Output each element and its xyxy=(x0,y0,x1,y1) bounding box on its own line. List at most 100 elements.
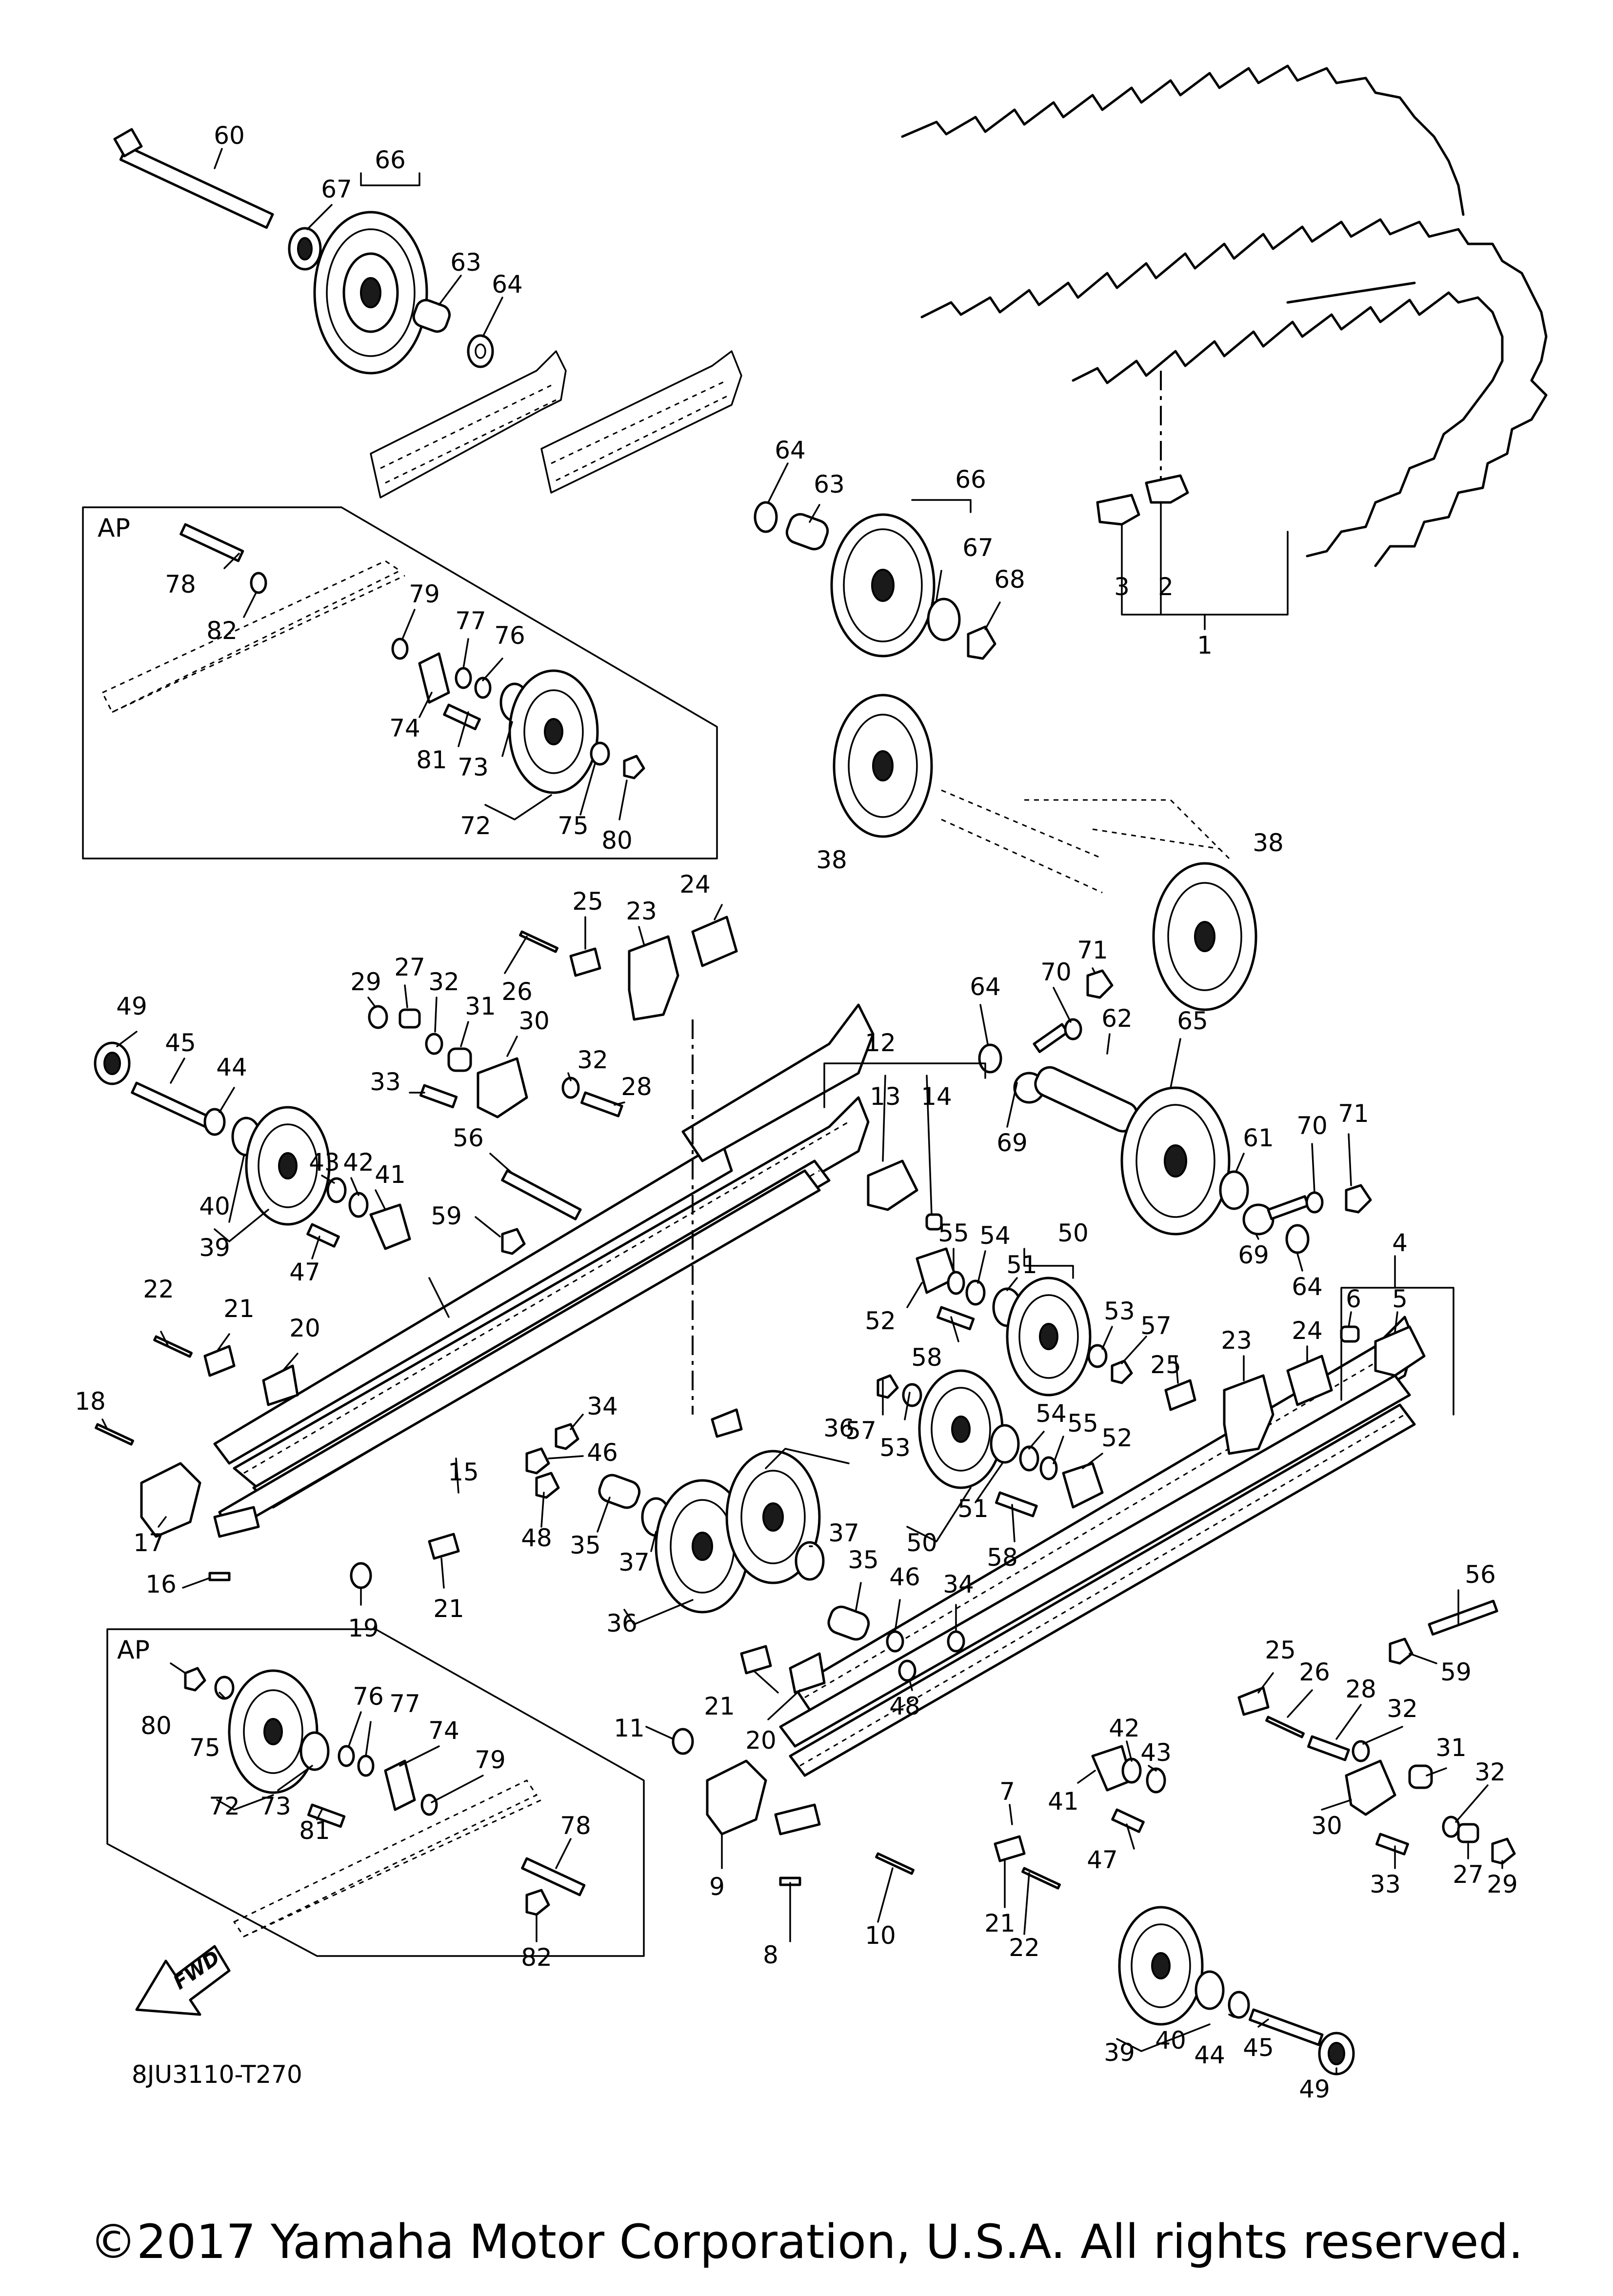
callout-9: 9 xyxy=(709,1873,725,1901)
bolt-56-top xyxy=(501,1169,582,1220)
slider-end-16 xyxy=(213,1506,260,1538)
nut-29-top xyxy=(368,1005,388,1029)
callout-39-right: 39 xyxy=(1104,2038,1135,2067)
idler-wheel-assembly-66 xyxy=(754,501,996,660)
callout-2: 2 xyxy=(1158,573,1174,601)
callout-21-left: 21 xyxy=(223,1295,255,1323)
callout-79-top: 79 xyxy=(409,580,440,608)
callout-48-left: 48 xyxy=(521,1524,552,1552)
screw-6 xyxy=(1340,1325,1360,1343)
washer-34-right xyxy=(947,1630,965,1653)
rubber-24-top xyxy=(691,916,738,967)
callout-22-left: 22 xyxy=(143,1275,174,1303)
washer-53-lower xyxy=(902,1383,922,1407)
stopper-17 xyxy=(140,1462,201,1538)
washer-64-mid xyxy=(754,501,778,533)
nut-71-top xyxy=(1086,969,1114,999)
callout-64-right: 64 xyxy=(970,973,1001,1001)
nut-59-top xyxy=(501,1228,526,1255)
collar-54-lower xyxy=(1019,1445,1039,1472)
callout-76-bot: 76 xyxy=(353,1682,384,1711)
callout-3: 3 xyxy=(1114,573,1130,601)
callout-36-left: 36 xyxy=(606,1609,637,1637)
callout-79-bot: 79 xyxy=(475,1746,506,1774)
bearing-40-right xyxy=(1195,1970,1225,2010)
callout-47-left: 47 xyxy=(289,1258,320,1286)
washer-44-left xyxy=(203,1108,226,1136)
callout-69-top: 69 xyxy=(996,1129,1028,1157)
callout-49-left: 49 xyxy=(116,992,147,1020)
washer-64-bot xyxy=(1285,1224,1310,1254)
nut-34-left xyxy=(555,1423,579,1450)
callout-7: 7 xyxy=(999,1777,1015,1806)
callout-80-bot: 80 xyxy=(140,1712,172,1740)
pin-10 xyxy=(875,1852,915,1875)
bolt-56-bot xyxy=(1428,1599,1498,1636)
callout-20-left: 20 xyxy=(289,1314,320,1342)
callout-32-bot: 32 xyxy=(1387,1695,1418,1723)
swing-arm-assembly xyxy=(833,694,1257,1011)
inset-ap-bottom xyxy=(106,1628,645,1957)
axle-head xyxy=(113,128,143,158)
bracket-74-top xyxy=(418,652,450,704)
collar-77-top xyxy=(455,667,472,689)
clip-25-right xyxy=(1164,1379,1196,1411)
callout-43-left: 43 xyxy=(309,1148,340,1177)
callout-53-lower: 53 xyxy=(879,1434,911,1462)
callout-74-top: 74 xyxy=(389,714,420,742)
callout-72-bot: 72 xyxy=(209,1792,240,1820)
callout-63-mid: 63 xyxy=(814,470,845,499)
callout-21-mid: 21 xyxy=(433,1595,464,1623)
callout-80-top: 80 xyxy=(601,826,633,855)
nut-68 xyxy=(967,625,996,660)
left-front-parts xyxy=(94,1041,460,1589)
callout-5: 5 xyxy=(1392,1285,1408,1313)
bolt-70-bot xyxy=(1267,1195,1310,1220)
nut-71-bot xyxy=(1345,1184,1372,1214)
callout-66-top: 66 xyxy=(375,146,406,174)
callout-40-right: 40 xyxy=(1155,2026,1186,2055)
callout-33-bot: 33 xyxy=(1370,1870,1401,1898)
bolt-78-top xyxy=(179,523,244,562)
callout-11: 11 xyxy=(614,1714,645,1742)
callout-77-bot: 77 xyxy=(389,1690,420,1718)
callout-26-top: 26 xyxy=(501,978,533,1006)
fwd-arrow: FWD xyxy=(135,1945,231,2016)
callout-46-left: 46 xyxy=(587,1438,618,1467)
callout-48-right: 48 xyxy=(889,1692,920,1720)
stopper-23-right xyxy=(1223,1374,1274,1455)
washer-82-bot xyxy=(525,1889,550,1916)
callout-41-right: 41 xyxy=(1048,1787,1079,1816)
callout-17: 17 xyxy=(133,1529,164,1557)
callout-44-right: 44 xyxy=(1194,2041,1225,2069)
washer-32-top xyxy=(425,1033,443,1055)
bearing-37-right xyxy=(795,1541,825,1581)
collar-27-bot xyxy=(1457,1823,1479,1843)
callout-78-top: 78 xyxy=(165,570,196,599)
callout-21-right-top: 21 xyxy=(704,1692,735,1720)
clip-21-right-bot xyxy=(994,1835,1026,1862)
washer-46-right xyxy=(886,1630,904,1653)
bracket-group-12 xyxy=(823,1062,986,1231)
callout-10: 10 xyxy=(865,1921,896,1950)
callout-75-top: 75 xyxy=(558,812,589,840)
callout-30-bot: 30 xyxy=(1311,1812,1342,1840)
callout-45-left: 45 xyxy=(165,1029,196,1057)
callout-37-right: 37 xyxy=(828,1519,859,1547)
right-front-parts xyxy=(672,1645,1355,2076)
nut-29-bot xyxy=(1491,1837,1516,1865)
callout-32-bot2: 32 xyxy=(1474,1758,1506,1786)
callout-78-bot: 78 xyxy=(560,1812,591,1840)
callout-4: 4 xyxy=(1392,1229,1408,1257)
callout-56-bot: 56 xyxy=(1465,1560,1496,1589)
washer-48-right xyxy=(898,1659,916,1682)
shaft-62 xyxy=(1034,1066,1138,1133)
suspension-arm-parts xyxy=(368,916,743,1438)
callout-58-lower: 58 xyxy=(987,1543,1018,1572)
leader-lines xyxy=(101,148,1503,2074)
callout-40-left: 40 xyxy=(199,1192,230,1220)
callout-41-left: 41 xyxy=(375,1160,406,1189)
callout-34-left: 34 xyxy=(587,1392,618,1420)
callout-23-right: 23 xyxy=(1221,1326,1252,1355)
